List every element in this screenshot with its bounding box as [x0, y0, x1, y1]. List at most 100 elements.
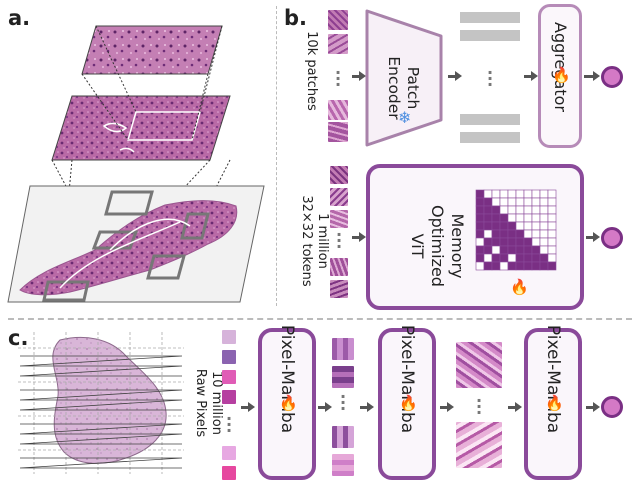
token-thumbnail	[330, 166, 348, 184]
memory-vit-line2: Optimized	[428, 205, 447, 287]
pixel-swatch	[222, 330, 236, 344]
panel-label-b: b.	[284, 6, 308, 30]
pixel-count-label: 10 million Raw Pixels	[190, 348, 224, 458]
pixel-mamba-label-3: Pixel-Mamba	[543, 324, 563, 434]
attention-cell	[531, 205, 541, 215]
attention-cell	[507, 205, 517, 215]
raw-pixel-scan-illustration	[18, 332, 184, 474]
attention-cell	[491, 261, 501, 271]
ellipsis-icon: ···	[476, 391, 483, 422]
attention-cell	[483, 213, 493, 223]
attention-cell	[531, 213, 541, 223]
region-thumbnail	[456, 342, 502, 388]
attention-cell	[547, 229, 557, 239]
attention-cell	[475, 253, 485, 263]
attention-cell	[483, 197, 493, 207]
token-count-line1: 1 million	[315, 213, 330, 269]
attention-cell	[483, 221, 493, 231]
attention-cell	[515, 261, 525, 271]
attention-cell	[523, 205, 533, 215]
flame-icon: 🔥	[279, 394, 298, 412]
feature-thumbnail	[332, 338, 354, 360]
attention-cell	[523, 189, 533, 199]
arrow	[241, 402, 255, 412]
pixel-mamba-block-2	[378, 328, 436, 480]
attention-cell	[531, 197, 541, 207]
pixel-swatch	[222, 370, 236, 384]
wsi-zoom-illustration	[7, 25, 265, 303]
attention-cell	[523, 237, 533, 247]
attention-cell	[523, 253, 533, 263]
snowflake-icon: ❄	[398, 108, 412, 127]
attention-cell	[539, 237, 549, 247]
attention-cell	[483, 189, 493, 199]
attention-cell	[515, 197, 525, 207]
attention-cell	[499, 237, 509, 247]
attention-cell	[539, 261, 549, 271]
attention-cell	[531, 261, 541, 271]
attention-cell	[507, 189, 517, 199]
attention-cell	[539, 189, 549, 199]
token-thumbnail	[330, 210, 348, 228]
arrow	[524, 71, 538, 81]
attention-cell	[531, 253, 541, 263]
attention-cell	[515, 189, 525, 199]
attention-cell	[499, 253, 509, 263]
arrow	[586, 402, 600, 412]
pixel-mamba-block-3	[524, 328, 582, 480]
pixel-mamba-block-1	[258, 328, 316, 480]
attention-cell	[547, 197, 557, 207]
attention-cell	[475, 261, 485, 271]
pixel-swatch	[222, 350, 236, 364]
attention-cell	[547, 221, 557, 231]
flame-icon: 🔥	[552, 66, 571, 84]
attention-cell	[475, 221, 485, 231]
attention-cell	[483, 253, 493, 263]
memory-vit-line3: ViT	[408, 233, 427, 259]
attention-cell	[547, 261, 557, 271]
attention-cell	[483, 261, 493, 271]
pixel-swatch	[222, 446, 236, 460]
attention-cell	[531, 189, 541, 199]
attention-cell	[475, 205, 485, 215]
attention-cell	[491, 189, 501, 199]
arrow	[586, 232, 600, 242]
attention-cell	[483, 245, 493, 255]
attention-cell	[515, 253, 525, 263]
attention-cell	[547, 189, 557, 199]
attention-cell	[475, 213, 485, 223]
attention-cell	[491, 213, 501, 223]
attention-cell	[491, 197, 501, 207]
attention-cell	[539, 205, 549, 215]
attention-cell	[499, 189, 509, 199]
attention-cell	[507, 221, 517, 231]
attention-cell	[499, 245, 509, 255]
attention-matrix-icon	[475, 189, 557, 271]
attention-cell	[531, 229, 541, 239]
attention-cell	[515, 237, 525, 247]
attention-cell	[515, 221, 525, 231]
attention-cell	[531, 237, 541, 247]
feature-thumbnail	[332, 454, 354, 476]
zoom-tile-high	[81, 25, 223, 75]
attention-cell	[491, 229, 501, 239]
attention-cell	[507, 237, 517, 247]
attention-cell	[547, 245, 557, 255]
region-thumbnail	[456, 422, 502, 468]
attention-cell	[483, 229, 493, 239]
attention-cell	[539, 197, 549, 207]
attention-cell	[475, 189, 485, 199]
slide-embedding-output	[601, 396, 623, 418]
arrow	[508, 402, 522, 412]
attention-cell	[507, 197, 517, 207]
attention-cell	[515, 205, 525, 215]
attention-cell	[483, 205, 493, 215]
arrow	[448, 71, 462, 81]
flame-icon: 🔥	[545, 394, 564, 412]
token-count-line2: 32×32 tokens	[299, 195, 314, 287]
arrow	[584, 71, 600, 81]
ellipsis-icon: ···	[487, 63, 494, 94]
attention-cell	[523, 245, 533, 255]
patch-thumbnail	[328, 10, 348, 30]
patch-thumbnail	[328, 34, 348, 54]
